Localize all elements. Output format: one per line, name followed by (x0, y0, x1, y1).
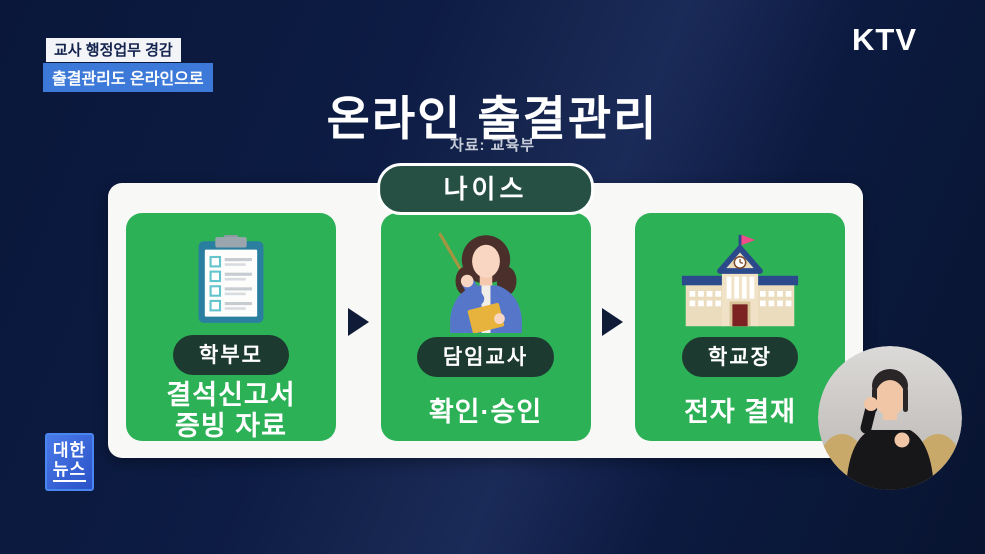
step-card-teacher: 담임교사 확인·승인 (380, 213, 591, 441)
desc-line-2: 증빙 자료 (175, 411, 287, 441)
clipboard-checklist-icon (195, 235, 267, 325)
step-card-parent: 학부모 결석신고서 증빙 자료 (126, 213, 336, 441)
source-caption: 자료: 교육부 (449, 137, 536, 154)
page-title: 온라인 출결관리 (326, 92, 659, 145)
ktv-logo: KTV (852, 22, 917, 57)
desc-line-1: 확인·승인 (428, 397, 543, 428)
topic-tag-secondary: 출결관리도 온라인으로 (43, 63, 213, 92)
desc-line-1: 전자 결재 (684, 397, 796, 428)
role-badge: 학교장 (682, 337, 798, 377)
system-pill: 나이스 (376, 163, 595, 215)
school-building-icon (678, 234, 802, 327)
logo-line-1: 대한 (52, 440, 87, 460)
role-badge: 학부모 (173, 335, 289, 375)
sign-language-interpreter (818, 346, 962, 490)
step-description: 확인·승인 (429, 379, 542, 447)
process-flow: 학부모 결석신고서 증빙 자료 (108, 183, 863, 441)
role-badge: 담임교사 (416, 337, 555, 377)
teacher-icon (427, 232, 545, 333)
flow-arrow-icon (602, 308, 624, 336)
topic-tag-primary: 교사 행정업무 경감 (46, 38, 181, 62)
step-description: 결석신고서 증빙 자료 (166, 377, 295, 445)
step-card-principal: 학교장 전자 결재 (635, 213, 845, 441)
daehan-news-logo: 대한 뉴스 (45, 433, 94, 491)
logo-line-2: 뉴스 (52, 460, 87, 483)
desc-line-1: 결석신고서 (166, 379, 296, 410)
flow-arrow-icon (347, 308, 369, 336)
step-description: 전자 결재 (684, 379, 796, 447)
topic-tags: 교사 행정업무 경감 출결관리도 온라인으로 (43, 38, 213, 92)
process-panel: 나이스 (108, 163, 863, 458)
